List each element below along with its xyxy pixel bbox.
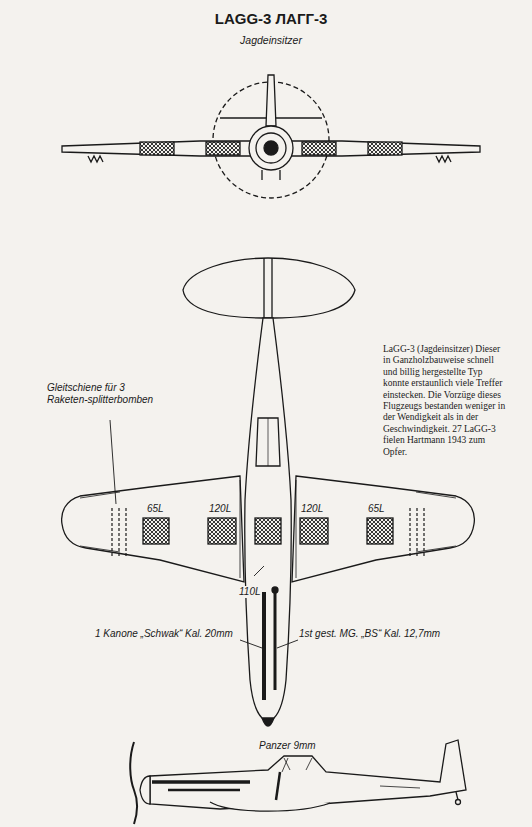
part-label: 1 Kanone „Schwak“ Kal. 20mm (94, 628, 234, 640)
title: LAGG-3 ЛАГГ-3 (215, 10, 328, 27)
part-label: 120L (208, 503, 232, 515)
top-view (62, 258, 475, 726)
part-label: Panzer 9mm (258, 740, 317, 752)
side-view (130, 740, 466, 824)
part-label: Gleitschiene für 3 Raketen-splitterbombe… (46, 382, 166, 405)
front-view (62, 75, 480, 198)
part-label: 65L (146, 503, 165, 515)
part-label: 110L (238, 586, 262, 598)
part-label: 1st gest. MG. „BS“ Kal. 12,7mm (298, 628, 441, 640)
subtitle: Jagdeinsitzer (239, 34, 303, 46)
part-label: 65L (367, 503, 386, 515)
part-label: 120L (300, 503, 324, 515)
caption: LaGG-3 (Jagdeinsitzer) Dieser in Ganzhol… (383, 344, 507, 458)
